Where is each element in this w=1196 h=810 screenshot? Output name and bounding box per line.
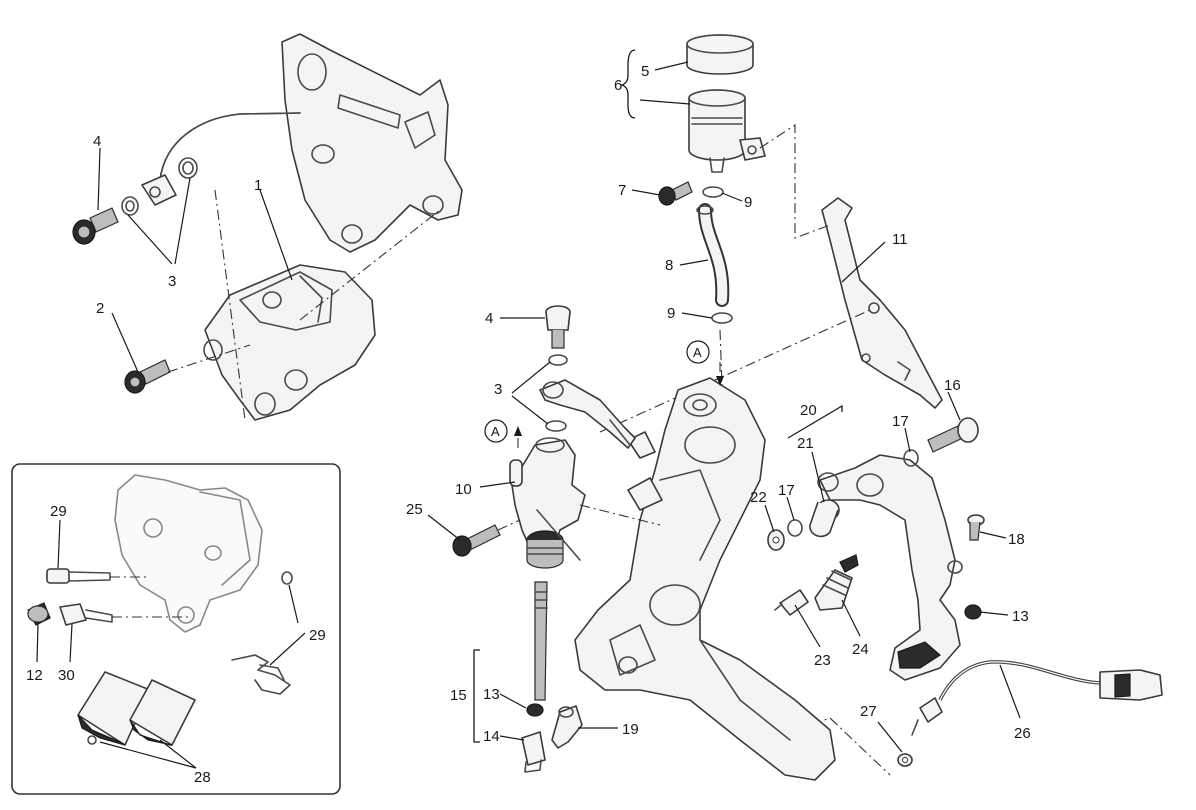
- callout-21: 21: [797, 435, 814, 452]
- callout-13: 13: [483, 686, 500, 703]
- retaining-clip: [281, 571, 293, 585]
- callout-4: 4: [93, 133, 101, 150]
- callout-19: 19: [622, 721, 639, 738]
- brake-pedal: [817, 454, 963, 681]
- washer: [787, 519, 803, 537]
- master-cylinder: [509, 437, 586, 569]
- hose-fitting: [539, 379, 636, 449]
- sensor-cable: [911, 660, 1163, 736]
- callout-3: 3: [168, 273, 176, 290]
- group-bracket: [787, 404, 843, 439]
- callout-7: 7: [618, 182, 626, 199]
- group-bracket: [473, 649, 480, 743]
- callout-23: 23: [814, 652, 831, 669]
- inset-caliper: [114, 474, 263, 633]
- callout-3: 3: [494, 381, 502, 398]
- callout-labels: 1 2 3 4 5 6 7 9 8 9 11 4 3 10 25 16 17 2…: [26, 63, 1031, 786]
- reference-marker-a: A: [686, 340, 710, 364]
- reservoir-bracket: [821, 197, 943, 409]
- return-spring: [814, 554, 859, 611]
- callout-30: 30: [58, 667, 75, 684]
- footrest-plate: [574, 377, 836, 781]
- bushing: [809, 499, 840, 538]
- push-rod: [534, 581, 548, 701]
- callout-12: 12: [26, 667, 43, 684]
- brake-hose: [141, 112, 301, 206]
- banjo-bolt: [545, 305, 571, 349]
- callout-26: 26: [1014, 725, 1031, 742]
- reference-arrow: [514, 426, 522, 436]
- screw: [967, 514, 985, 541]
- callout-1: 1: [254, 177, 262, 194]
- callout-16: 16: [944, 377, 961, 394]
- sealing-washer: [545, 420, 567, 432]
- callout-17: 17: [778, 482, 795, 499]
- brake-caliper: [203, 264, 376, 421]
- callout-27: 27: [860, 703, 877, 720]
- pivot-bolt: [927, 417, 979, 453]
- stop-light-switch: [774, 589, 809, 616]
- reservoir-body: [688, 89, 766, 173]
- svg-text:A: A: [693, 345, 702, 360]
- callout-8: 8: [665, 257, 673, 274]
- pad-pin-bolt: [59, 603, 190, 626]
- callout-24: 24: [852, 641, 869, 658]
- callout-22: 22: [750, 489, 767, 506]
- pad-spring: [231, 654, 291, 695]
- caliper-bolt: [124, 359, 171, 394]
- callout-9: 9: [667, 305, 675, 322]
- hose-clamp: [702, 186, 724, 198]
- reservoir-hose: [696, 203, 730, 307]
- nut: [526, 703, 544, 717]
- callout-2: 2: [96, 300, 104, 317]
- callout-4: 4: [485, 310, 493, 327]
- clevis-pin: [551, 705, 583, 749]
- reference-arrow: [716, 376, 724, 386]
- callout-25: 25: [406, 501, 423, 518]
- pad-pin: [27, 602, 51, 626]
- reference-marker-a: A: [484, 419, 508, 443]
- callout-5: 5: [641, 63, 649, 80]
- inset-detail-box: [11, 463, 341, 795]
- banjo-bolt: [72, 207, 119, 245]
- callout-28: 28: [194, 769, 211, 786]
- callout-18: 18: [1008, 531, 1025, 548]
- callout-20: 20: [800, 402, 817, 419]
- master-cylinder-bolt: [452, 524, 501, 557]
- callout-29: 29: [50, 503, 67, 520]
- callout-6: 6: [614, 77, 622, 94]
- callout-14: 14: [483, 728, 500, 745]
- callout-17: 17: [892, 413, 909, 430]
- caliper-bracket: [281, 33, 463, 253]
- callout-29: 29: [309, 627, 326, 644]
- bleed-screw: [46, 568, 150, 584]
- washer: [903, 449, 919, 467]
- group-bracket: [619, 49, 636, 119]
- svg-text:A: A: [491, 424, 500, 439]
- callout-10: 10: [455, 481, 472, 498]
- hose-clamp: [711, 312, 733, 324]
- assembly-line: [167, 344, 251, 373]
- reservoir-cap: [686, 34, 754, 75]
- callout-13: 13: [1012, 608, 1029, 625]
- sealing-washer: [548, 354, 568, 366]
- clevis: [521, 731, 546, 773]
- reservoir-screw: [658, 181, 693, 206]
- callout-15: 15: [450, 687, 467, 704]
- sealing-washer: [121, 196, 139, 216]
- brake-pads: [77, 671, 196, 746]
- callout-9: 9: [744, 194, 752, 211]
- callout-11: 11: [892, 231, 908, 248]
- nut: [964, 604, 982, 620]
- leader-lines: [36, 61, 1021, 769]
- sealing-washer: [178, 157, 198, 179]
